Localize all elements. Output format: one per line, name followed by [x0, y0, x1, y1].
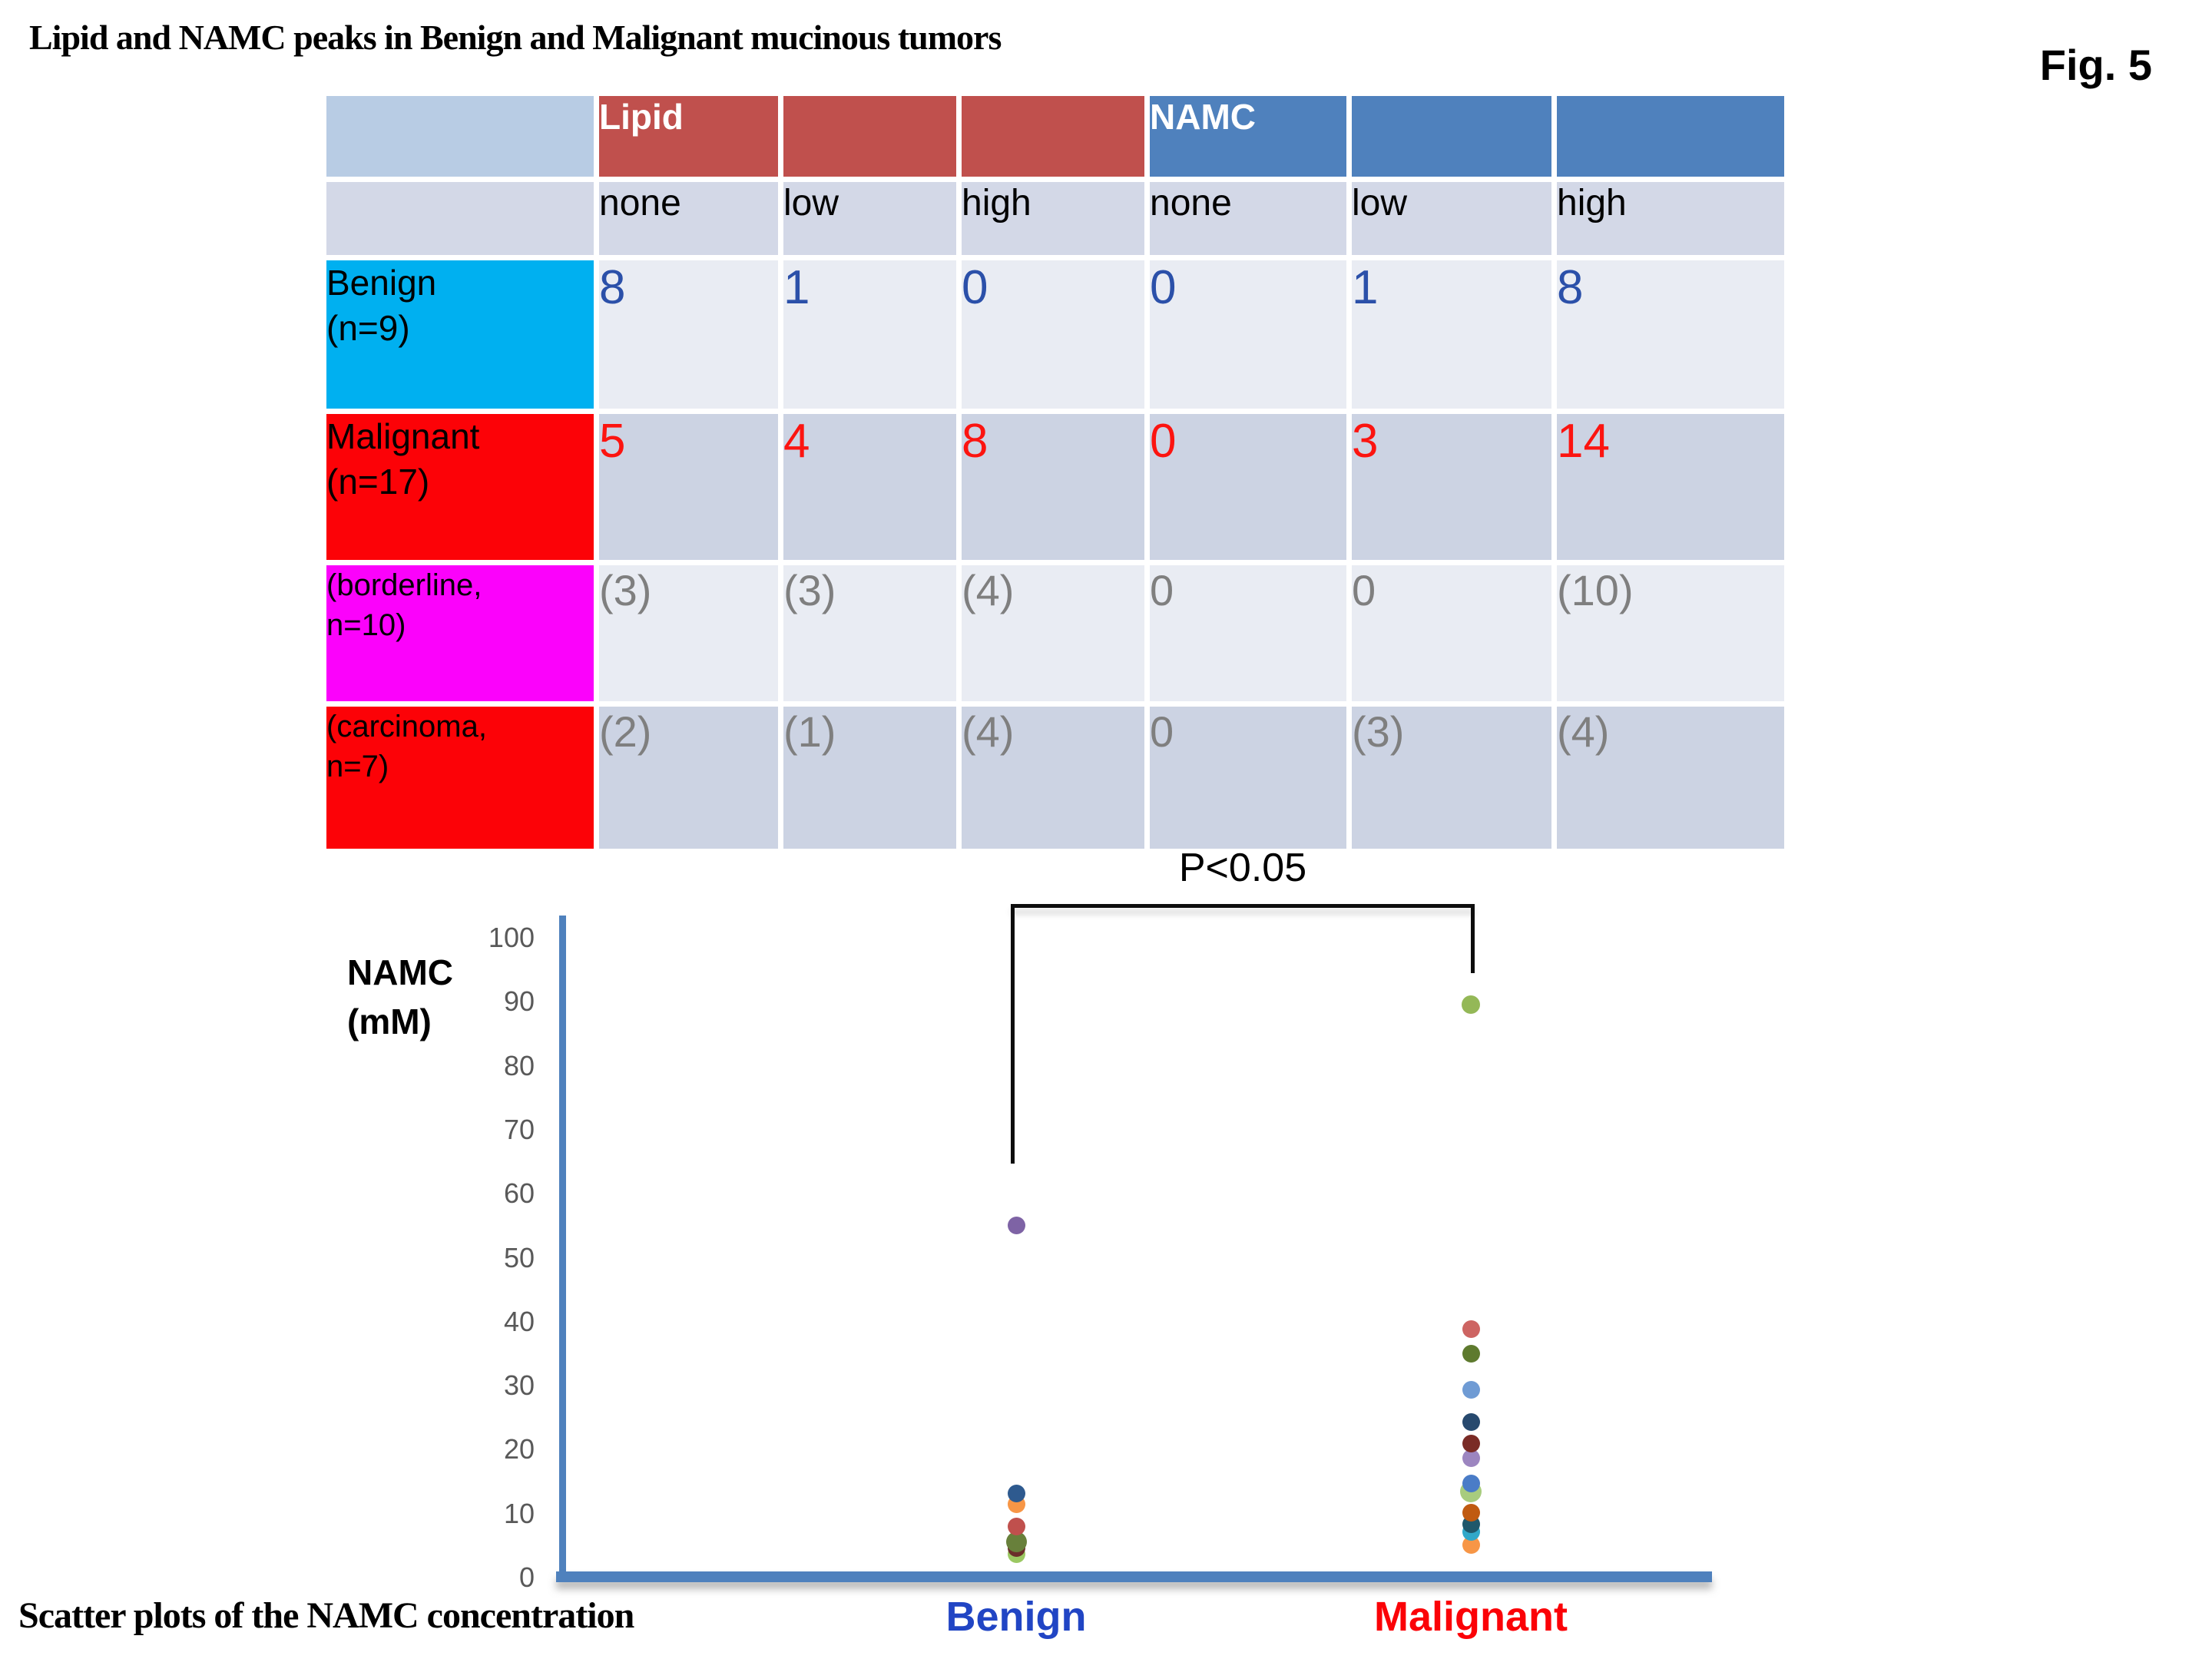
lipid-group-header: Lipid	[599, 96, 778, 177]
table-cell: (2)	[599, 707, 778, 849]
row-label-carcinoma: (carcinoma, n=7)	[326, 707, 594, 849]
subheader-spacer	[326, 182, 594, 255]
lipid-group-spacer	[962, 96, 1144, 177]
table-cell: 14	[1557, 414, 1784, 560]
table-cell: (10)	[1557, 565, 1784, 701]
namc-group-spacer	[1557, 96, 1784, 177]
table-cell: 0	[1150, 565, 1346, 701]
data-point-benign	[1007, 1217, 1025, 1235]
subheader-cell: high	[962, 182, 1144, 255]
table-cell: (4)	[1557, 707, 1784, 849]
significance-bracket-top	[1011, 904, 1475, 908]
data-point-malignant	[1462, 1449, 1480, 1467]
row-label-borderline: (borderline, n=10)	[326, 565, 594, 701]
table-subheader-row: none low high none low high	[326, 182, 1784, 255]
y-tick-label: 70	[503, 1113, 535, 1145]
table-cell: 8	[962, 414, 1144, 560]
data-point-benign	[1007, 1484, 1025, 1502]
significance-bracket-left	[1011, 904, 1015, 1164]
table-cell: 4	[783, 414, 956, 560]
data-point-benign	[1007, 1517, 1025, 1535]
figure-title: Lipid and NAMC peaks in Benign and Malig…	[29, 18, 1002, 57]
y-tick-label: 80	[503, 1049, 535, 1081]
table-cell: 1	[1352, 260, 1551, 409]
table-cell: 0	[1150, 707, 1346, 849]
y-axis-line	[559, 916, 566, 1578]
data-point-malignant	[1462, 1344, 1480, 1363]
data-point-malignant	[1462, 1434, 1480, 1452]
data-point-malignant	[1462, 1320, 1480, 1339]
namc-group-spacer	[1352, 96, 1551, 177]
table-cell: 3	[1352, 414, 1551, 560]
y-tick-label: 40	[503, 1305, 535, 1337]
table-cell: (3)	[599, 565, 778, 701]
table-cell: (4)	[962, 707, 1144, 849]
table-group-header-row: Lipid NAMC	[326, 96, 1784, 177]
table-cell: 1	[783, 260, 956, 409]
y-tick-label: 20	[503, 1433, 535, 1465]
y-axis-title: NAMC (mM)	[347, 952, 453, 1042]
y-tick-label: 100	[488, 922, 535, 953]
y-tick-label: 0	[518, 1561, 535, 1593]
subheader-cell: none	[599, 182, 778, 255]
row-label-malignant: Malignant (n=17)	[326, 414, 594, 560]
data-point-malignant	[1462, 1504, 1480, 1522]
y-tick-label: 10	[503, 1497, 535, 1529]
x-category-label-benign: Benign	[945, 1594, 1087, 1640]
x-axis-line	[556, 1571, 1712, 1582]
data-point-malignant	[1462, 995, 1480, 1015]
table-cell: (4)	[962, 565, 1144, 701]
table-cell: (3)	[1352, 707, 1551, 849]
data-point-malignant	[1462, 1413, 1480, 1432]
table-row-malignant: Malignant (n=17) 5 4 8 0 3 14	[326, 414, 1784, 560]
table-cell: (1)	[783, 707, 956, 849]
y-tick-label: 60	[503, 1177, 535, 1210]
table-cell: 0	[1150, 260, 1346, 409]
significance-annotation: P<0.05	[1178, 846, 1307, 890]
table-cell: (3)	[783, 565, 956, 701]
subheader-cell: low	[783, 182, 956, 255]
namc-group-header: NAMC	[1150, 96, 1346, 177]
subheader-cell: high	[1557, 182, 1784, 255]
y-tick-label: 30	[503, 1369, 535, 1402]
subheader-cell: none	[1150, 182, 1346, 255]
y-tick-label: 90	[503, 985, 535, 1018]
data-point-malignant	[1462, 1381, 1480, 1399]
corner-cell	[326, 96, 594, 177]
data-point-malignant	[1462, 1475, 1480, 1493]
table-cell: 8	[599, 260, 778, 409]
table-cell: 0	[1150, 414, 1346, 560]
subheader-cell: low	[1352, 182, 1551, 255]
peaks-table: Lipid NAMC none low high none low high B…	[321, 91, 1790, 854]
figure-caption: Scatter plots of the NAMC concentration	[18, 1595, 634, 1636]
table-cell: 0	[1352, 565, 1551, 701]
table-cell: 0	[962, 260, 1144, 409]
table-row-benign: Benign (n=9) 8 1 0 0 1 8	[326, 260, 1784, 409]
table-cell: 8	[1557, 260, 1784, 409]
table-row-carcinoma: (carcinoma, n=7) (2) (1) (4) 0 (3) (4)	[326, 707, 1784, 849]
x-category-label-malignant: Malignant	[1374, 1594, 1568, 1640]
table-row-borderline: (borderline, n=10) (3) (3) (4) 0 0 (10)	[326, 565, 1784, 701]
figure-number: Fig. 5	[2039, 41, 2152, 89]
significance-bracket-right	[1471, 904, 1475, 973]
row-label-benign: Benign (n=9)	[326, 260, 594, 409]
table-cell: 5	[599, 414, 778, 560]
lipid-group-spacer	[783, 96, 956, 177]
data-point-malignant	[1462, 1536, 1480, 1555]
y-tick-label: 50	[503, 1241, 535, 1273]
